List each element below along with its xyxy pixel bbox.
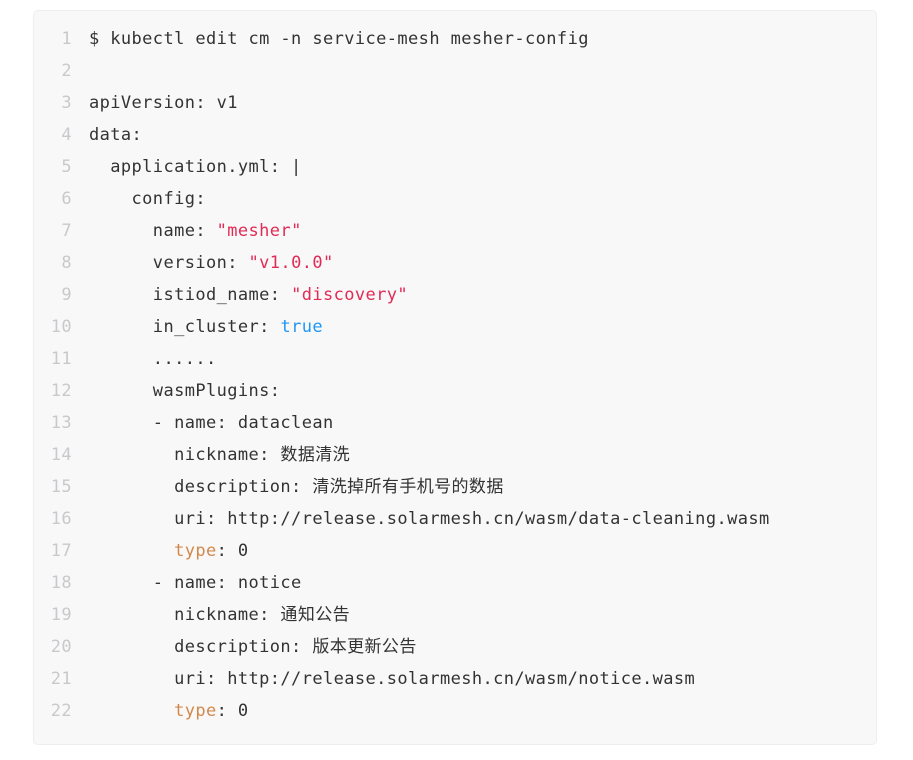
line-number: 4 <box>61 125 72 145</box>
code-line: 3 apiVersion: v1 <box>34 87 856 119</box>
line-number: 3 <box>61 93 72 113</box>
code-line-content: config: <box>72 183 206 215</box>
code-line-content: description: 清洗掉所有手机号的数据 <box>72 471 504 503</box>
line-number: 19 <box>50 605 72 625</box>
code-token-plain: nickname: 通知公告 <box>89 605 351 625</box>
code-token-keyword: type <box>174 701 217 721</box>
code-line: 8 version: "v1.0.0" <box>34 247 856 279</box>
code-line-content: data: <box>72 119 142 151</box>
code-token-keyword: type <box>174 541 217 561</box>
code-line: 9 istiod_name: "discovery" <box>34 279 856 311</box>
code-line: 14 nickname: 数据清洗 <box>34 439 856 471</box>
code-token-plain: uri: http://release.solarmesh.cn/wasm/da… <box>89 509 770 529</box>
code-token-string: "v1.0.0" <box>248 253 334 273</box>
code-token-plain: uri: http://release.solarmesh.cn/wasm/no… <box>89 669 696 689</box>
line-number: 22 <box>50 701 72 721</box>
line-number: 7 <box>61 221 72 241</box>
code-line-content: ...... <box>72 343 217 375</box>
code-line-content: version: "v1.0.0" <box>72 247 334 279</box>
code-line-content: - name: dataclean <box>72 407 334 439</box>
code-token-plain: version: <box>89 253 249 273</box>
code-line: 13 - name: dataclean <box>34 407 856 439</box>
code-token-plain: ...... <box>89 349 217 369</box>
code-line-content: type: 0 <box>72 535 249 567</box>
code-token-plain: data: <box>89 125 143 145</box>
line-number: 10 <box>50 317 72 337</box>
line-number: 12 <box>50 381 72 401</box>
code-token-plain: wasmPlugins: <box>89 381 281 401</box>
code-line: 5 application.yml: | <box>34 151 856 183</box>
line-number: 2 <box>61 61 72 81</box>
line-number: 20 <box>50 637 72 657</box>
line-number: 14 <box>50 445 72 465</box>
code-line: 4 data: <box>34 119 856 151</box>
code-line: 16 uri: http://release.solarmesh.cn/wasm… <box>34 503 856 535</box>
line-number: 18 <box>50 573 72 593</box>
line-number: 6 <box>61 189 72 209</box>
code-line: 22 type: 0 <box>34 695 856 727</box>
code-line: 1 $ kubectl edit cm -n service-mesh meshe… <box>34 23 856 55</box>
code-line-content: apiVersion: v1 <box>72 87 238 119</box>
code-line: 12 wasmPlugins: <box>34 375 856 407</box>
line-number: 1 <box>61 29 72 49</box>
code-line-content: nickname: 通知公告 <box>72 599 350 631</box>
code-line: 10 in_cluster: true <box>34 311 856 343</box>
line-number: 11 <box>50 349 72 369</box>
code-line: 6 config: <box>34 183 856 215</box>
code-token-plain: description: 版本更新公告 <box>89 637 417 657</box>
code-token-string: "discovery" <box>291 285 409 305</box>
code-line-content: type: 0 <box>72 695 249 727</box>
code-line: 18 - name: notice <box>34 567 856 599</box>
code-token-plain: : 0 <box>216 701 249 721</box>
code-token-plain: config: <box>89 189 206 209</box>
line-number: 15 <box>50 477 72 497</box>
code-token-plain <box>89 701 174 721</box>
code-line-content: nickname: 数据清洗 <box>72 439 350 471</box>
code-token-plain: in_cluster: <box>89 317 281 337</box>
code-token-plain: description: 清洗掉所有手机号的数据 <box>89 477 504 497</box>
code-line: 20 description: 版本更新公告 <box>34 631 856 663</box>
code-line: 7 name: "mesher" <box>34 215 856 247</box>
code-line: 17 type: 0 <box>34 535 856 567</box>
line-number: 5 <box>61 157 72 177</box>
line-number: 8 <box>61 253 72 273</box>
code-block: 1 $ kubectl edit cm -n service-mesh meshe… <box>33 10 877 745</box>
code-line-content: name: "mesher" <box>72 215 302 247</box>
code-line-content: wasmPlugins: <box>72 375 280 407</box>
code-line-content: application.yml: | <box>72 151 302 183</box>
code-token-plain: nickname: 数据清洗 <box>89 445 351 465</box>
code-token-plain: application.yml: | <box>89 157 302 177</box>
code-token-plain: $ kubectl edit cm -n service-mesh mesher… <box>89 29 589 49</box>
line-number: 9 <box>61 285 72 305</box>
line-number: 13 <box>50 413 72 433</box>
line-number: 21 <box>50 669 72 689</box>
code-line: 2 <box>34 55 856 87</box>
code-token-boolean: true <box>280 317 323 337</box>
line-number: 16 <box>50 509 72 529</box>
code-line: 21 uri: http://release.solarmesh.cn/wasm… <box>34 663 856 695</box>
line-number: 17 <box>50 541 72 561</box>
code-line-content: in_cluster: true <box>72 311 323 343</box>
code-token-plain: apiVersion: v1 <box>89 93 238 113</box>
code-line: 15 description: 清洗掉所有手机号的数据 <box>34 471 856 503</box>
code-line-content: istiod_name: "discovery" <box>72 279 408 311</box>
code-token-plain: : 0 <box>216 541 249 561</box>
code-line: 11 ...... <box>34 343 856 375</box>
code-token-string: "mesher" <box>216 221 302 241</box>
code-line: 19 nickname: 通知公告 <box>34 599 856 631</box>
code-token-plain <box>89 541 174 561</box>
code-token-plain: istiod_name: <box>89 285 292 305</box>
code-line-content: uri: http://release.solarmesh.cn/wasm/no… <box>72 663 695 695</box>
code-token-plain: - name: dataclean <box>89 413 334 433</box>
code-line-content: - name: notice <box>72 567 302 599</box>
code-line-content: $ kubectl edit cm -n service-mesh mesher… <box>72 23 589 55</box>
code-line-content: description: 版本更新公告 <box>72 631 417 663</box>
code-line-content: uri: http://release.solarmesh.cn/wasm/da… <box>72 503 770 535</box>
code-token-plain: name: <box>89 221 217 241</box>
code-token-plain: - name: notice <box>89 573 302 593</box>
